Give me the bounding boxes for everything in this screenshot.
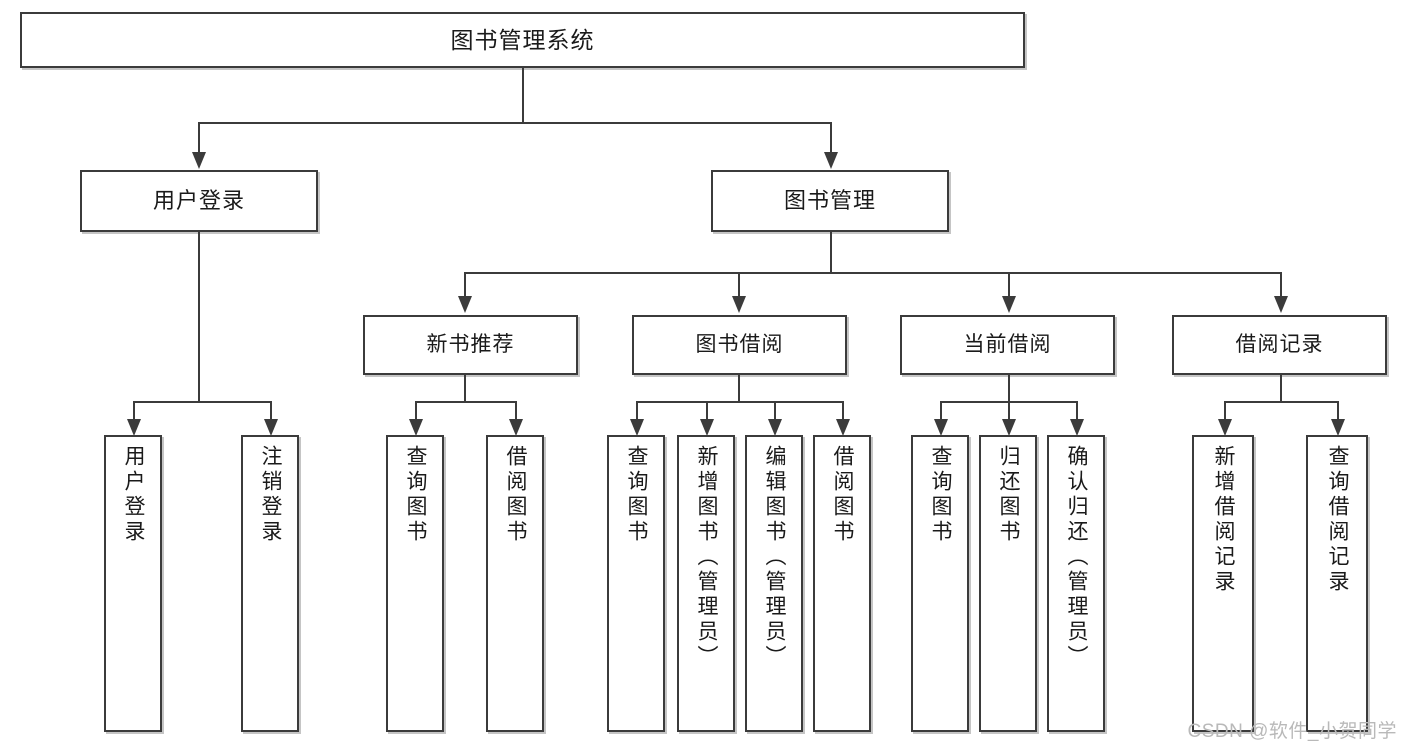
connector-user-login-to-leaf-0 (133, 401, 135, 421)
node-new-book-recommend[interactable]: 新书推荐 (363, 315, 578, 375)
connector-root-stem (522, 68, 524, 122)
leaf-user-login-login[interactable]: 用户登录 (104, 435, 162, 732)
connector-book-borrow-to-leaf-1 (706, 401, 708, 421)
leaf-new-book-query[interactable]: 查询图书 (386, 435, 444, 732)
connector-borrow-record-bus (1224, 401, 1337, 403)
leaf-current-borrow-confirm-label: 确认归还（管理员） (1065, 445, 1089, 670)
leaf-book-borrow-edit[interactable]: 编辑图书（管理员） (745, 435, 803, 732)
arrowhead-borrow-record-to-leaf-0 (1218, 419, 1232, 436)
leaf-book-borrow-add[interactable]: 新增图书（管理员） (677, 435, 735, 732)
connector-user-login-stem (198, 232, 200, 401)
connector-root-bus (198, 122, 830, 124)
connector-user-login-bus (133, 401, 270, 403)
connector-book-borrow-to-leaf-0 (636, 401, 638, 421)
arrowhead-new-book-to-leaf-1 (509, 419, 523, 436)
node-root-system-label: 图书管理系统 (450, 26, 595, 53)
arrowhead-book-manage-to-l2-3 (1274, 296, 1288, 313)
connector-current-borrow-to-leaf-1 (1008, 401, 1010, 421)
leaf-current-borrow-query[interactable]: 查询图书 (911, 435, 969, 732)
connector-borrow-record-to-leaf-0 (1224, 401, 1226, 421)
leaf-borrow-record-query-label: 查询借阅记录 (1326, 445, 1350, 595)
arrowhead-book-manage-to-l2-1 (732, 296, 746, 313)
leaf-book-borrow-borrow-label: 借阅图书 (831, 445, 855, 545)
arrowhead-user-login-to-leaf-1 (264, 419, 278, 436)
node-book-manage[interactable]: 图书管理 (711, 170, 949, 232)
connector-borrow-record-stem (1280, 375, 1282, 401)
node-user-login[interactable]: 用户登录 (80, 170, 318, 232)
leaf-borrow-record-add-label: 新增借阅记录 (1212, 445, 1236, 595)
node-new-book-recommend-label: 新书推荐 (426, 332, 515, 356)
connector-book-manage-to-l2-2 (1008, 272, 1010, 298)
arrowhead-book-manage-to-l2-2 (1002, 296, 1016, 313)
leaf-book-borrow-borrow[interactable]: 借阅图书 (813, 435, 871, 732)
leaf-book-borrow-add-label: 新增图书（管理员） (695, 445, 719, 670)
leaf-current-borrow-return[interactable]: 归还图书 (979, 435, 1037, 732)
connector-new-book-to-leaf-0 (415, 401, 417, 421)
arrowhead-current-borrow-to-leaf-2 (1070, 419, 1084, 436)
connector-book-manage-to-l2-0 (464, 272, 466, 298)
node-book-manage-label: 图书管理 (783, 188, 876, 214)
connector-current-borrow-to-leaf-0 (940, 401, 942, 421)
node-book-borrow[interactable]: 图书借阅 (632, 315, 847, 375)
connector-book-borrow-to-leaf-3 (842, 401, 844, 421)
leaf-new-book-borrow-label: 借阅图书 (504, 445, 528, 545)
connector-book-borrow-stem (738, 375, 740, 401)
connector-book-manage-to-l2-3 (1280, 272, 1282, 298)
leaf-user-login-logout[interactable]: 注销登录 (241, 435, 299, 732)
connector-book-manage-stem (830, 232, 832, 272)
arrowhead-book-manage-to-l2-0 (458, 296, 472, 313)
connector-root-to-book-manage (830, 122, 832, 154)
leaf-current-borrow-query-label: 查询图书 (929, 445, 953, 545)
arrowhead-book-borrow-to-leaf-1 (700, 419, 714, 436)
node-book-borrow-label: 图书借阅 (695, 332, 784, 356)
leaf-user-login-logout-label: 注销登录 (259, 445, 283, 545)
leaf-book-borrow-query[interactable]: 查询图书 (607, 435, 665, 732)
node-root-system[interactable]: 图书管理系统 (20, 12, 1025, 68)
connector-current-borrow-to-leaf-2 (1076, 401, 1078, 421)
arrowhead-book-borrow-to-leaf-2 (768, 419, 782, 436)
arrowhead-current-borrow-to-leaf-1 (1002, 419, 1016, 436)
arrowhead-user-login-to-leaf-0 (127, 419, 141, 436)
arrowhead-root-to-book-manage (824, 152, 838, 169)
arrowhead-current-borrow-to-leaf-0 (934, 419, 948, 436)
connector-current-borrow-stem (1008, 375, 1010, 401)
arrowhead-book-borrow-to-leaf-0 (630, 419, 644, 436)
connector-new-book-to-leaf-1 (515, 401, 517, 421)
connector-book-borrow-bus (636, 401, 842, 403)
node-current-borrow-label: 当前借阅 (963, 332, 1052, 356)
connector-book-borrow-to-leaf-2 (774, 401, 776, 421)
leaf-book-borrow-edit-label: 编辑图书（管理员） (763, 445, 787, 670)
arrowhead-new-book-to-leaf-0 (409, 419, 423, 436)
leaf-new-book-borrow[interactable]: 借阅图书 (486, 435, 544, 732)
connector-user-login-to-leaf-1 (270, 401, 272, 421)
connector-new-book-stem (464, 375, 466, 401)
node-borrow-record-label: 借阅记录 (1235, 332, 1324, 356)
leaf-borrow-record-query[interactable]: 查询借阅记录 (1306, 435, 1368, 732)
connector-book-manage-bus (464, 272, 1280, 274)
connector-new-book-bus (415, 401, 515, 403)
arrowhead-book-borrow-to-leaf-3 (836, 419, 850, 436)
node-borrow-record[interactable]: 借阅记录 (1172, 315, 1387, 375)
leaf-new-book-query-label: 查询图书 (404, 445, 428, 545)
connector-root-to-user-login (198, 122, 200, 154)
arrowhead-borrow-record-to-leaf-1 (1331, 419, 1345, 436)
node-current-borrow[interactable]: 当前借阅 (900, 315, 1115, 375)
leaf-borrow-record-add[interactable]: 新增借阅记录 (1192, 435, 1254, 732)
node-user-login-label: 用户登录 (152, 188, 245, 214)
leaf-current-borrow-return-label: 归还图书 (997, 445, 1021, 545)
leaf-book-borrow-query-label: 查询图书 (625, 445, 649, 545)
connector-borrow-record-to-leaf-1 (1337, 401, 1339, 421)
leaf-user-login-login-label: 用户登录 (122, 445, 146, 545)
leaf-current-borrow-confirm[interactable]: 确认归还（管理员） (1047, 435, 1105, 732)
connector-book-manage-to-l2-1 (738, 272, 740, 298)
arrowhead-root-to-user-login (192, 152, 206, 169)
